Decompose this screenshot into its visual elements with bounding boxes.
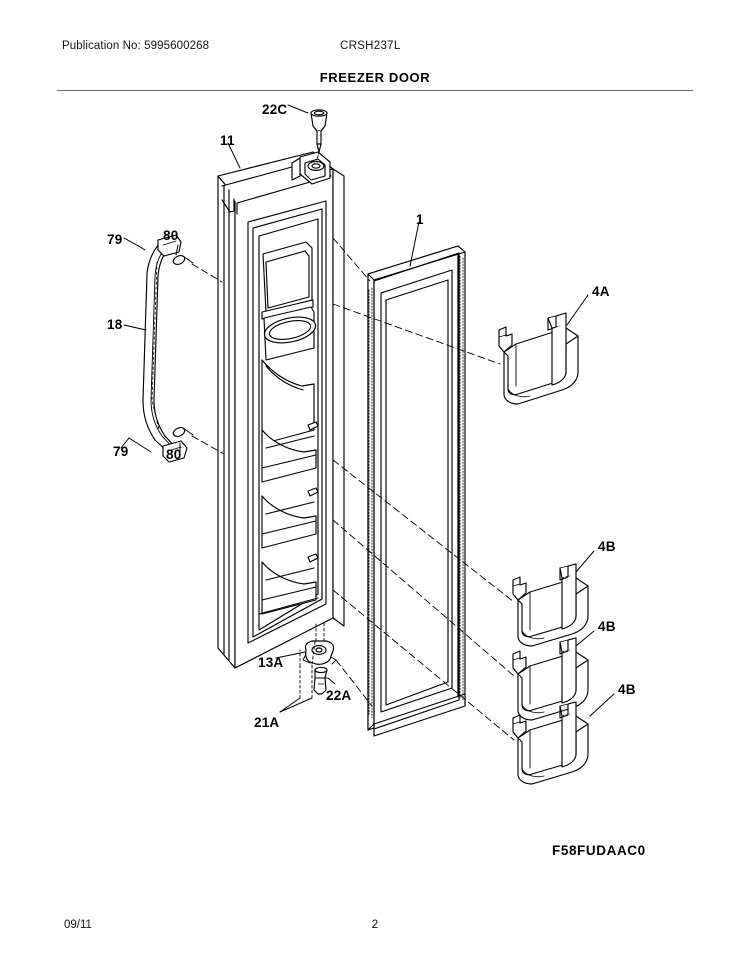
callout-11: 11 (220, 133, 235, 148)
callout-80-top: 80 (163, 228, 179, 243)
footer-date: 09/11 (64, 919, 92, 931)
freezer-door-panel-art (217, 151, 345, 669)
callout-13a: 13A (258, 655, 284, 670)
hinge-pin-art (313, 666, 328, 695)
callout-4a: 4A (592, 284, 610, 299)
callout-22c: 22C (262, 102, 288, 117)
callout-4b-1: 4B (598, 539, 616, 554)
door-bin-4b-1-art (512, 563, 589, 647)
callout-1: 1 (416, 212, 424, 227)
handle-screw-top-art (172, 255, 194, 265)
callout-21a: 21A (254, 715, 280, 730)
door-handle-art (142, 234, 188, 463)
callout-80-bottom: 80 (166, 447, 182, 462)
callout-4b-3: 4B (618, 682, 636, 697)
door-bin-4b-3-art (512, 701, 589, 785)
door-bin-4a-art (498, 312, 579, 405)
header-divider (57, 90, 693, 91)
footer-page-number: 2 (371, 919, 379, 931)
callout-79-top: 79 (107, 232, 123, 247)
hinge-cap-plug-art (310, 109, 328, 153)
callout-22a: 22A (326, 688, 352, 703)
publication-number: Publication No: 5995600268 (62, 40, 210, 52)
callout-79-bottom: 79 (113, 444, 129, 459)
callout-18: 18 (107, 317, 123, 332)
handle-screw-bottom-art (172, 427, 194, 437)
callout-4b-2: 4B (598, 619, 616, 634)
door-bin-4b-2-art (512, 637, 589, 721)
model-number: CRSH237L (340, 40, 401, 52)
door-gasket-art (367, 245, 466, 737)
diagram-code: F58FUDAAC0 (552, 843, 646, 858)
page-title: FREEZER DOOR (319, 70, 431, 85)
lower-hinge-bushing-art (302, 640, 337, 665)
